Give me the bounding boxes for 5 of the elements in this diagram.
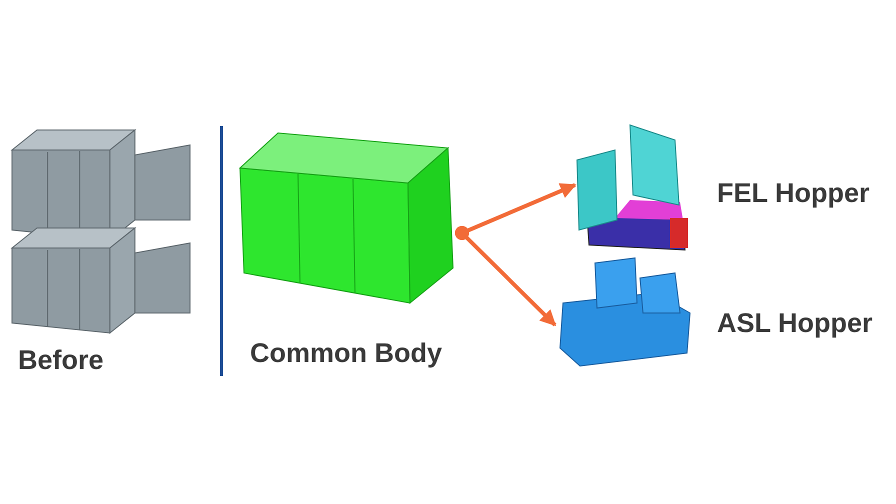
part-name: ASL Hopper bbox=[717, 308, 873, 339]
part-name: FEL Hopper bbox=[717, 178, 870, 209]
section-label: Before bbox=[18, 345, 104, 376]
part-name: Common Body bbox=[250, 338, 442, 369]
arrow bbox=[455, 226, 556, 326]
